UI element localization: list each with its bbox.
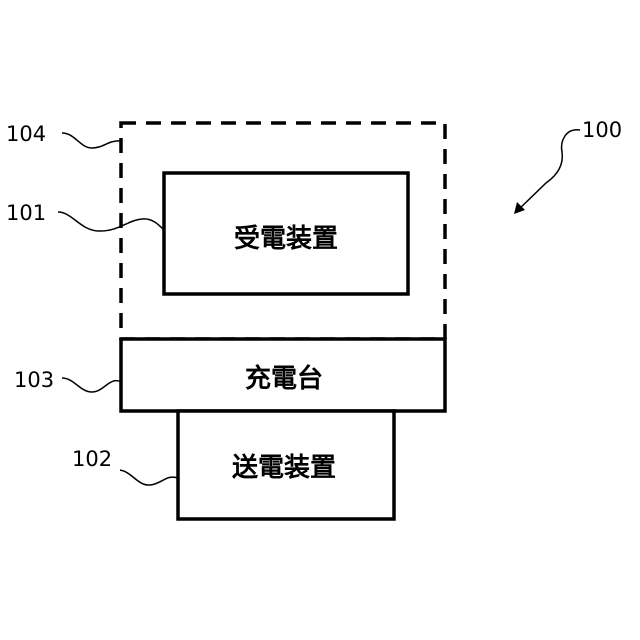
ref-104-label: 104 <box>6 122 46 146</box>
ref-103-leader <box>62 378 121 392</box>
charging-stand-label: 充電台 <box>245 363 323 394</box>
ref-101-leader <box>58 212 164 231</box>
receiver-label: 受電装置 <box>234 223 338 254</box>
transmitter-label: 送電装置 <box>232 453 336 483</box>
ref-100-arrowhead <box>514 202 525 214</box>
ref-102-leader <box>120 470 178 485</box>
ref-103-label: 103 <box>14 368 54 392</box>
ref-102-label: 102 <box>72 447 112 471</box>
ref-100-label: 100 <box>582 118 622 142</box>
ref-101-label: 101 <box>6 201 46 225</box>
ref-104-leader <box>62 133 121 148</box>
ref-100-leader <box>515 130 580 213</box>
